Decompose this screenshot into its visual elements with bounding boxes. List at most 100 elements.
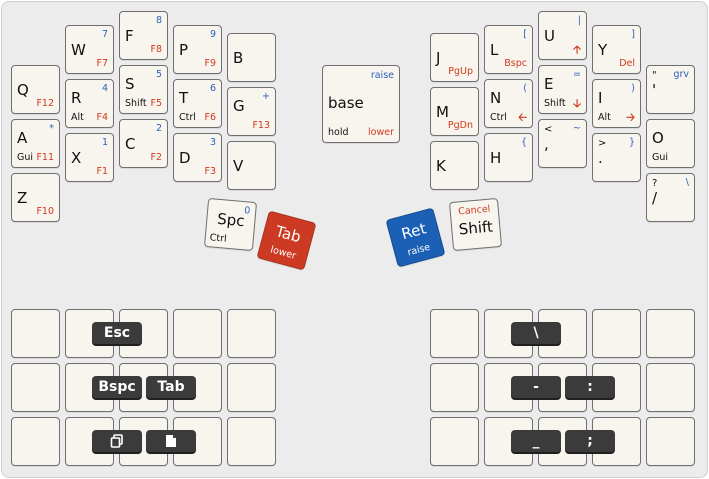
arrow-right-icon: 🡢 bbox=[626, 111, 635, 124]
key-sym-label: ) bbox=[631, 83, 635, 94]
key-sym-label: { bbox=[520, 137, 527, 148]
key-mod-label: Gui bbox=[652, 151, 669, 163]
key-num-label: 8 bbox=[155, 15, 162, 26]
arrow-up-icon: 🡡 bbox=[573, 43, 581, 56]
key-y: Y ] Del bbox=[592, 25, 641, 74]
key-label: O bbox=[652, 129, 664, 147]
key-fn-label: F6 bbox=[204, 111, 216, 123]
layer-hold-label: hold bbox=[328, 126, 349, 138]
key-fn-label: F10 bbox=[36, 205, 54, 217]
key-label: V bbox=[233, 157, 244, 175]
grid-key bbox=[173, 363, 222, 412]
key-x: X 1 F1 bbox=[65, 133, 114, 182]
key-mod-label: Gui bbox=[17, 151, 34, 163]
key-label: H bbox=[490, 149, 502, 167]
key-sym-label: + bbox=[262, 91, 270, 102]
key-label: P bbox=[179, 41, 189, 59]
key-mod-label: Shift bbox=[125, 97, 147, 109]
combo-backslash: \ bbox=[511, 322, 561, 344]
key-label: D bbox=[179, 149, 191, 167]
key-sym-label: } bbox=[628, 137, 635, 148]
key-label: C bbox=[125, 135, 136, 153]
key-a: A Gui F11 * bbox=[11, 119, 60, 168]
key-label: Y bbox=[598, 41, 608, 59]
layer-key: raise base hold lower bbox=[322, 65, 400, 143]
key-label: J bbox=[436, 49, 441, 67]
grid-key bbox=[646, 363, 695, 412]
key-fn-label: F2 bbox=[150, 151, 162, 163]
grid-key bbox=[430, 363, 479, 412]
key-label: S bbox=[125, 75, 135, 93]
grid-key bbox=[173, 309, 222, 358]
key-fn-label: F12 bbox=[36, 97, 54, 109]
key-fn-label: F7 bbox=[96, 57, 108, 69]
key-num-label: 7 bbox=[101, 29, 108, 40]
grid-key bbox=[430, 417, 479, 466]
grid-key bbox=[227, 417, 276, 466]
grid-key bbox=[11, 363, 60, 412]
key-label: F bbox=[125, 27, 134, 45]
key-num-label: 1 bbox=[101, 137, 108, 148]
paste-icon bbox=[166, 435, 176, 447]
key-q: Q F12 bbox=[11, 65, 60, 114]
grid-key bbox=[646, 309, 695, 358]
key-label: ' bbox=[652, 81, 657, 99]
key-label: . bbox=[598, 149, 603, 167]
key-h: H { bbox=[484, 133, 533, 182]
key-mod-label: Ctrl bbox=[209, 231, 228, 245]
key-r: R 4 Alt F4 bbox=[65, 79, 114, 128]
key-sym-label: [ bbox=[523, 29, 527, 40]
key-i: I ) Alt 🡢 bbox=[592, 79, 641, 128]
combo-tab: Tab bbox=[146, 376, 196, 398]
key-g: G + F13 bbox=[227, 87, 276, 136]
key-label: K bbox=[436, 157, 446, 175]
key-fn-label: F13 bbox=[252, 119, 270, 131]
grid-key bbox=[11, 309, 60, 358]
combo-colon: : bbox=[565, 376, 615, 398]
key-num-label: 6 bbox=[209, 83, 216, 94]
key-fn-label: F5 bbox=[150, 97, 162, 109]
combo-semicolon: ; bbox=[565, 430, 615, 452]
key-shift-label: ? bbox=[652, 178, 658, 189]
combo-minus: - bbox=[511, 376, 561, 398]
key-l: L [ Bspc bbox=[484, 25, 533, 74]
arrow-down-icon: 🡣 bbox=[573, 97, 581, 110]
key-u: U | 🡡 bbox=[538, 11, 587, 60]
key-slash: ? / \ bbox=[646, 173, 695, 222]
layer-lower-label: lower bbox=[368, 126, 394, 138]
key-mod-label: Ctrl bbox=[490, 111, 507, 123]
key-label: Q bbox=[17, 81, 29, 99]
key-mod-label: Ctrl bbox=[179, 111, 196, 123]
key-sym-label: = bbox=[573, 69, 581, 80]
key-label: B bbox=[233, 49, 244, 67]
key-e: E = Shift 🡣 bbox=[538, 65, 587, 114]
key-sym-label: ] bbox=[631, 29, 635, 40]
key-fn-label: F1 bbox=[96, 165, 108, 177]
key-fn-label: Bspc bbox=[504, 57, 527, 69]
combo-paste bbox=[146, 430, 196, 452]
key-fn-label: F4 bbox=[96, 111, 108, 123]
key-label: M bbox=[436, 103, 449, 121]
key-p: P 9 F9 bbox=[173, 25, 222, 74]
arrow-left-icon: 🡠 bbox=[518, 111, 527, 124]
key-fn-label: F11 bbox=[36, 151, 54, 163]
key-sym-label: ~ bbox=[573, 123, 581, 134]
key-w: W 7 F7 bbox=[65, 25, 114, 74]
combo-esc: Esc bbox=[92, 322, 142, 344]
key-label: / bbox=[652, 189, 658, 207]
key-shift-label: < bbox=[544, 124, 553, 135]
key-t: T 6 Ctrl F6 bbox=[173, 79, 222, 128]
key-num-label: 9 bbox=[209, 29, 216, 40]
key-sym-label: \ bbox=[685, 177, 689, 188]
key-mod-label: Alt bbox=[598, 111, 611, 123]
key-s: S 5 Shift F5 bbox=[119, 65, 168, 114]
key-fn-label: F3 bbox=[204, 165, 216, 177]
key-fn-label: PgDn bbox=[447, 119, 473, 131]
key-sym-label: grv bbox=[673, 69, 689, 80]
layer-raise-label: raise bbox=[370, 70, 394, 81]
key-fn-label: F8 bbox=[150, 43, 162, 55]
key-comma: < , ~ bbox=[538, 119, 587, 168]
key-n: N ( Ctrl 🡠 bbox=[484, 79, 533, 128]
key-b: B bbox=[227, 33, 276, 82]
key-label: N bbox=[490, 89, 502, 107]
